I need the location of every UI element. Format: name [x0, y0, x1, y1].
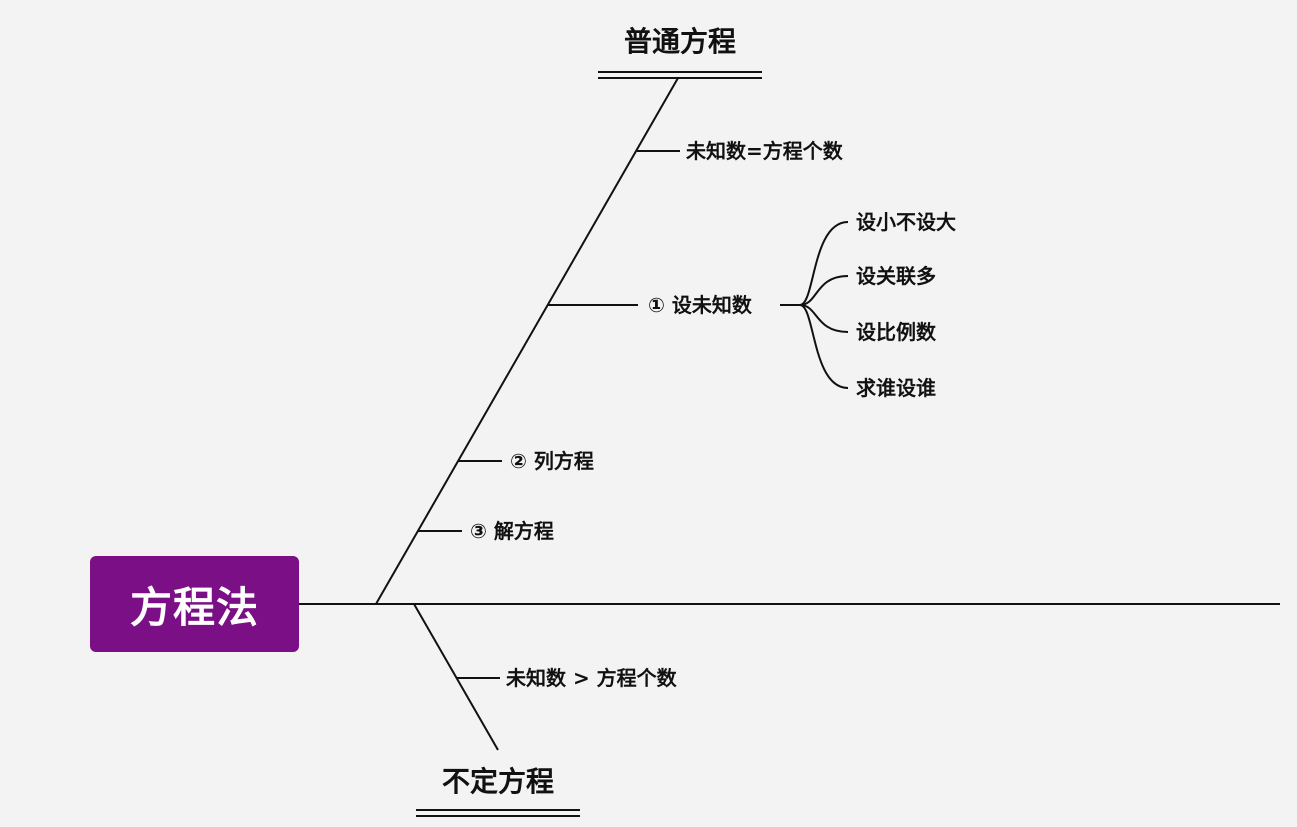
root-node: 方程法 — [90, 556, 299, 652]
step1-bracket — [780, 221, 849, 389]
root-label: 方程法 — [129, 582, 259, 632]
top-branch-condition: 未知数=方程个数 — [686, 139, 843, 163]
step-3-label: ③ 解方程 — [470, 519, 554, 543]
bottom-branch-line — [413, 603, 499, 751]
tip-1: 设小不设大 — [856, 210, 956, 234]
step-1-label: ① 设未知数 — [648, 293, 752, 317]
bottom-branch-condition: 未知数 > 方程个数 — [506, 666, 677, 690]
step-2-label: ② 列方程 — [510, 449, 594, 473]
top-branch-line — [375, 77, 679, 605]
tip-3: 设比例数 — [856, 320, 936, 344]
tip-4: 求谁设谁 — [856, 376, 936, 400]
bottom-branch-title: 不定方程 — [441, 765, 554, 798]
top-branch-title: 普通方程 — [623, 25, 736, 58]
tip-2: 设关联多 — [856, 264, 936, 288]
